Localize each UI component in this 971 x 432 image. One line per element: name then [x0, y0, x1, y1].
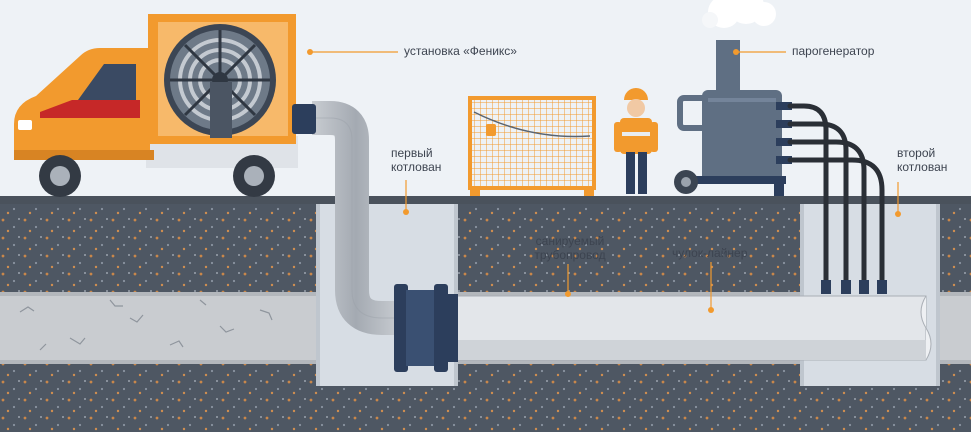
label-pipeline-line2: трубопровод	[534, 248, 606, 262]
steam-generator	[674, 40, 792, 196]
label-pipeline: санируемый трубопровод	[532, 234, 608, 262]
label-steam-generator: парогенератор	[792, 44, 875, 58]
steam-icon	[702, 0, 776, 28]
label-second-pit-line1: второй	[897, 146, 936, 160]
steam-hoses	[787, 103, 885, 285]
truck	[14, 14, 316, 197]
label-liner: чулок-лайнер	[672, 246, 748, 260]
label-first-pit-line2: котлован	[391, 160, 442, 174]
feed-hose	[312, 101, 400, 335]
ground-surface	[0, 196, 971, 206]
label-pipeline-line1: санируемый	[535, 234, 605, 248]
safety-fence	[468, 96, 596, 196]
flange-coupling	[394, 284, 458, 372]
worker	[614, 88, 658, 194]
label-first-pit-line1: первый	[391, 146, 433, 160]
liner	[455, 295, 932, 361]
label-second-pit-line2: котлован	[897, 160, 948, 174]
label-phoenix-unit: установка «Феникс»	[404, 44, 517, 58]
label-first-pit: первый котлован	[391, 146, 441, 174]
callout-lines	[310, 51, 899, 310]
callout-dots	[307, 49, 901, 313]
label-second-pit: второй котлован	[897, 146, 947, 174]
hose-connectors	[821, 280, 887, 294]
lamp-icon	[486, 124, 496, 136]
